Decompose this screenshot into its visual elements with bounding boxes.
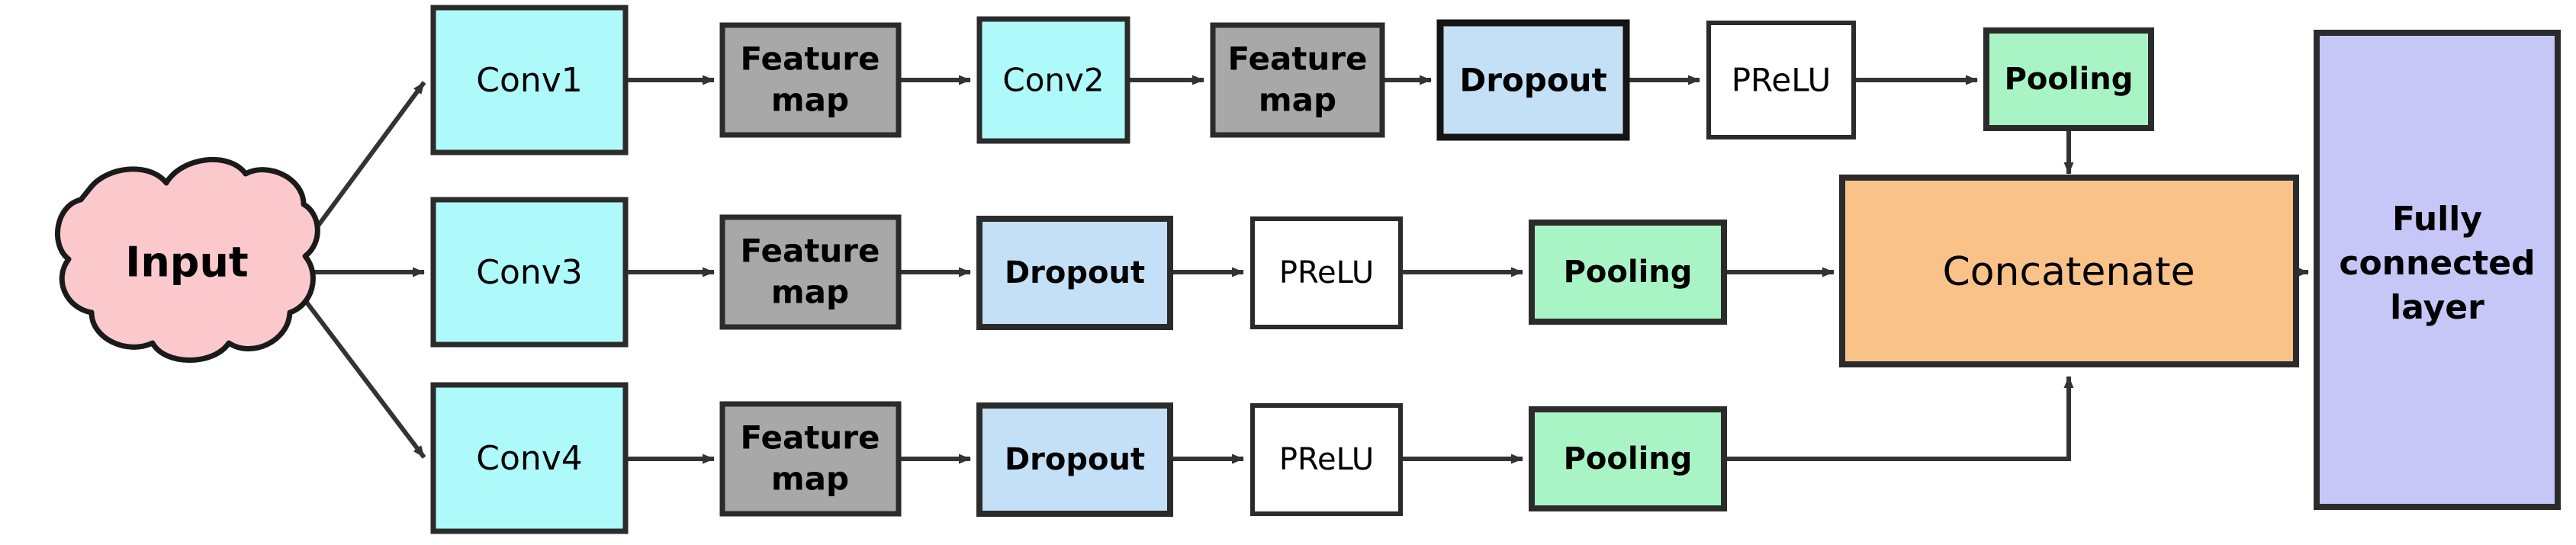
prelu-2-box [1250,216,1403,329]
prelu-1-label: PReLU [1732,62,1832,99]
pooling-3-box [1529,406,1727,511]
node-prelu-3[interactable]: PReLU [1250,403,1403,516]
edge-pooling3-to-concatenate [1724,376,2074,461]
node-concatenate[interactable]: Concatenate [1839,175,2299,367]
node-conv1[interactable]: Conv1 [430,5,629,155]
conv4-label: Conv4 [476,439,583,478]
dropout-1-box [1436,19,1630,141]
dropout-2-label: Dropout [1005,255,1145,290]
feature-map-1a-box [719,22,902,138]
node-feature-map-1a[interactable]: Feature map [719,22,902,138]
feature-map-1b-box [1210,22,1385,138]
feature-map-1a-label-line2: map [771,82,849,119]
pooling-1-label: Pooling [2005,62,2134,97]
dropout-1-label: Dropout [1459,62,1606,99]
conv4-box [430,382,629,534]
fc-label-line2: connected [2339,244,2535,283]
dropout-3-box [976,402,1173,517]
node-fully-connected-layer[interactable]: Fully connected layer [2314,30,2561,510]
conv3-box [430,197,629,348]
feature-map-3-label-line1: Feature [741,419,880,457]
feature-map-2-label-line1: Feature [741,232,880,270]
input-label: Input [125,239,248,287]
concatenate-box [1839,175,2299,367]
pooling-1-box [1983,27,2154,131]
pooling-3-label: Pooling [1564,441,1693,476]
pooling-2-box [1529,220,1727,325]
prelu-3-label: PReLU [1279,442,1374,477]
node-pooling-1[interactable]: Pooling [1983,27,2154,131]
feature-map-3-label-line2: map [771,460,849,498]
node-feature-map-1b[interactable]: Feature map [1210,22,1385,138]
conv1-box [430,5,629,155]
feature-map-1b-label-line1: Feature [1228,40,1368,78]
feature-map-3-box [719,401,902,517]
node-pooling-2[interactable]: Pooling [1529,220,1727,325]
cloud-shape [55,156,320,363]
dropout-3-label: Dropout [1005,442,1145,477]
conv3-label: Conv3 [476,253,583,292]
prelu-2-label: PReLU [1279,255,1374,290]
node-conv4[interactable]: Conv4 [430,382,629,534]
node-conv2[interactable]: Conv2 [976,16,1130,144]
node-dropout-3[interactable]: Dropout [976,402,1173,517]
feature-map-1a-label-line1: Feature [741,40,880,78]
node-prelu-1[interactable]: PReLU [1706,21,1856,139]
conv1-label: Conv1 [476,61,583,100]
prelu-1-box [1706,21,1856,139]
node-feature-map-2[interactable]: Feature map [719,214,902,330]
pooling-2-label: Pooling [1564,255,1693,290]
node-input[interactable]: Input [55,156,320,363]
feature-map-2-box [719,214,902,330]
feature-map-2-label-line2: map [771,274,849,311]
node-dropout-1[interactable]: Dropout [1436,19,1630,141]
node-pooling-3[interactable]: Pooling [1529,406,1727,511]
node-prelu-2[interactable]: PReLU [1250,216,1403,329]
conv2-label: Conv2 [1002,62,1104,99]
prelu-3-box [1250,403,1403,516]
node-conv3[interactable]: Conv3 [430,197,629,348]
feature-map-1b-label-line2: map [1259,82,1336,119]
fully-connected-layer-box [2314,30,2561,510]
conv2-box [976,16,1130,144]
concatenate-label: Concatenate [1942,249,2195,295]
dropout-2-box [976,216,1173,330]
fc-label-line3: layer [2390,288,2484,327]
fc-label-line1: Fully [2392,200,2482,239]
node-dropout-2[interactable]: Dropout [976,216,1173,330]
node-feature-map-3[interactable]: Feature map [719,401,902,517]
